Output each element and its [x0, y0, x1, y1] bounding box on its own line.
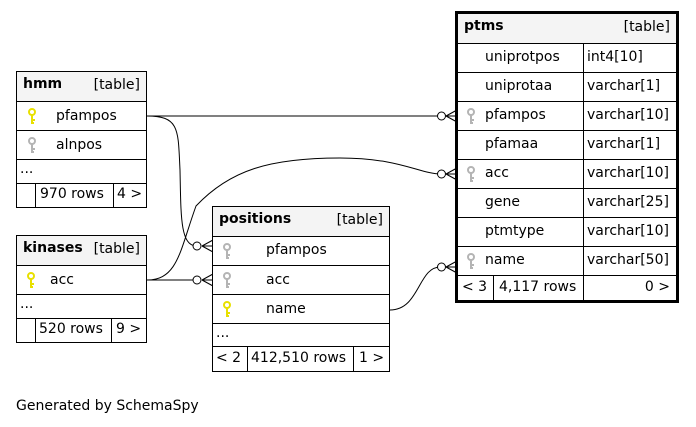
column-name: acc	[266, 272, 290, 288]
column-row[interactable]: acc	[17, 266, 146, 295]
edge-kinases-ptms-acc	[146, 157, 442, 281]
column-row[interactable]: gene varchar[25]	[458, 189, 676, 218]
column-name: ptmtype	[485, 223, 545, 239]
table-header: ptms [table]	[458, 14, 676, 44]
table-header: positions [table]	[213, 207, 389, 237]
table-name: ptms	[464, 18, 504, 34]
grey-key-icon	[223, 272, 231, 288]
ellipsis-row: ...	[213, 324, 389, 347]
optional-marker	[437, 262, 446, 272]
optional-marker	[192, 275, 202, 285]
column-row[interactable]: acc	[213, 266, 389, 295]
column-row[interactable]: pfamaa varchar[1]	[458, 131, 676, 160]
ellipsis: ...	[216, 325, 230, 341]
stats-row: 970 rows 4 >	[17, 184, 146, 207]
column-name: alnpos	[56, 137, 103, 153]
children-link[interactable]: 4 >	[117, 186, 143, 202]
edge-positions-ptms-name	[389, 266, 442, 311]
column-row[interactable]: pfampos	[213, 237, 389, 266]
column-name: uniprotaa	[485, 78, 553, 94]
optional-marker	[437, 169, 446, 179]
column-name: acc	[50, 272, 74, 288]
row-count: 970 rows	[40, 186, 104, 202]
stats-row: < 3 4,117 rows 0 >	[458, 276, 676, 300]
optional-marker	[437, 111, 446, 121]
column-row[interactable]: acc varchar[10]	[458, 160, 676, 189]
column-type: varchar[10]	[587, 165, 669, 181]
column-type: varchar[1]	[587, 136, 661, 152]
grey-key-icon	[467, 253, 475, 269]
column-row[interactable]: uniprotaa varchar[1]	[458, 73, 676, 102]
column-type: int4[10]	[587, 49, 643, 65]
column-name: name	[485, 252, 525, 268]
parents-link[interactable]: < 2	[216, 350, 242, 366]
table-kind: [table]	[93, 241, 140, 257]
footer-credit: Generated by SchemaSpy	[16, 398, 199, 414]
column-row[interactable]: name varchar[50]	[458, 247, 676, 276]
grey-key-icon	[467, 166, 475, 182]
yellow-key-icon	[223, 301, 231, 317]
column-name: pfampos	[56, 108, 117, 124]
table-name: hmm	[23, 76, 63, 92]
column-name: pfamaa	[485, 136, 539, 152]
column-type: varchar[50]	[587, 252, 669, 268]
column-row[interactable]: name	[213, 295, 389, 324]
parents-link[interactable]: < 3	[462, 279, 488, 295]
column-row[interactable]: ptmtype varchar[10]	[458, 218, 676, 247]
table-kind: [table]	[336, 212, 383, 228]
children-link[interactable]: 1 >	[359, 350, 385, 366]
column-type: varchar[10]	[587, 107, 669, 123]
table-kinases[interactable]: kinases [table] acc ... 520 rows 9 >	[16, 235, 147, 343]
row-count: 4,117 rows	[499, 279, 577, 295]
column-row[interactable]: uniprotpos int4[10]	[458, 44, 676, 73]
column-type: varchar[10]	[587, 223, 669, 239]
yellow-key-icon	[28, 108, 36, 124]
column-name: acc	[485, 165, 509, 181]
stats-row: 520 rows 9 >	[17, 319, 146, 342]
table-positions[interactable]: positions [table] pfampos acc name ... <…	[212, 206, 390, 372]
ellipsis-row: ...	[17, 295, 146, 319]
row-count: 520 rows	[39, 321, 103, 337]
table-header: kinases [table]	[17, 236, 146, 266]
table-kind: [table]	[93, 77, 140, 93]
yellow-key-icon	[27, 272, 35, 288]
ellipsis: ...	[20, 296, 34, 312]
column-type: varchar[1]	[587, 78, 661, 94]
column-row[interactable]: alnpos	[17, 131, 146, 160]
table-ptms[interactable]: ptms [table] uniprotpos int4[10] uniprotaa…	[455, 11, 679, 303]
table-name: positions	[219, 211, 292, 227]
table-hmm[interactable]: hmm [table] pfampos alnpos ... 970 rows …	[16, 71, 147, 208]
ellipsis: ...	[20, 161, 34, 177]
column-type: varchar[25]	[587, 194, 669, 210]
table-name: kinases	[23, 240, 83, 256]
ellipsis-row: ...	[17, 160, 146, 184]
table-header: hmm [table]	[17, 72, 146, 102]
column-name: name	[266, 301, 306, 317]
grey-key-icon	[223, 243, 231, 259]
grey-key-icon	[28, 137, 36, 153]
stats-row: < 2 412,510 rows 1 >	[213, 347, 389, 371]
column-name: pfampos	[485, 107, 546, 123]
column-name: pfampos	[266, 242, 327, 258]
row-count: 412,510 rows	[251, 350, 347, 366]
grey-key-icon	[467, 108, 475, 124]
column-name: uniprotpos	[485, 49, 560, 65]
table-kind: [table]	[623, 19, 670, 35]
column-name: gene	[485, 194, 520, 210]
column-row[interactable]: pfampos	[17, 102, 146, 131]
optional-marker	[192, 241, 202, 251]
column-row[interactable]: pfampos varchar[10]	[458, 102, 676, 131]
children-link[interactable]: 9 >	[116, 321, 142, 337]
children-link[interactable]: 0 >	[644, 279, 670, 295]
